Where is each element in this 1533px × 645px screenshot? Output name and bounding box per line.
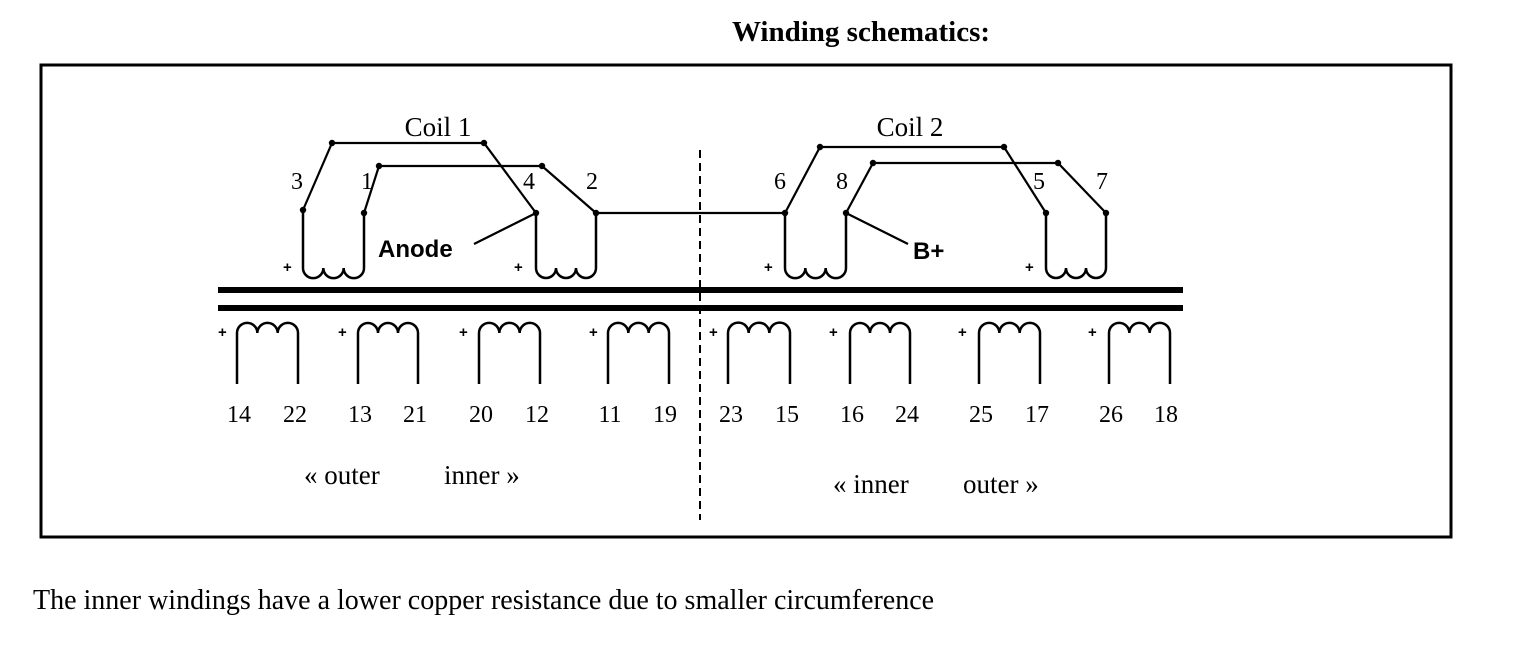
terminal-24: 24: [895, 402, 919, 428]
plus-mark: +: [459, 324, 468, 341]
right-outer-label: outer »: [963, 469, 1039, 499]
terminal-11: 11: [598, 402, 621, 428]
upper-winding: [783, 210, 848, 280]
terminal-15: 15: [775, 402, 799, 428]
wire-8-7: [845, 161, 1107, 214]
bplus-label: B+: [913, 238, 944, 265]
bplus-lead: [845, 212, 909, 245]
lower-winding: [606, 321, 671, 384]
plus-mark: +: [829, 324, 838, 341]
left-outer-label: « outer: [304, 460, 380, 490]
lower-winding: [977, 321, 1042, 384]
terminal-14: 14: [227, 402, 251, 428]
wire-3-4: [301, 141, 537, 214]
terminal-13: 13: [348, 402, 372, 428]
terminal-26: 26: [1099, 402, 1123, 428]
terminal-19: 19: [653, 402, 677, 428]
terminal-2: 2: [586, 169, 598, 195]
right-inner-label: « inner: [833, 469, 909, 499]
terminal-17: 17: [1025, 402, 1049, 428]
plus-mark: +: [514, 259, 523, 276]
junction-dots: [299, 139, 1110, 217]
caption-text: The inner windings have a lower copper r…: [33, 585, 935, 616]
terminal-4: 4: [523, 169, 535, 195]
left-inner-label: inner »: [444, 460, 520, 490]
anode-lead: [473, 212, 537, 245]
terminal-7: 7: [1096, 169, 1108, 195]
plus-mark: +: [1025, 259, 1034, 276]
upper-winding: [301, 210, 366, 280]
plus-mark: +: [1088, 324, 1097, 341]
upper-polarity-marks: + + + +: [283, 259, 1034, 276]
page-title: Winding schematics:: [731, 16, 991, 48]
lower-polarity-marks: + + + + + + + +: [218, 324, 1097, 341]
upper-winding: [1044, 210, 1108, 280]
terminal-8: 8: [836, 169, 848, 195]
upper-windings: [301, 210, 1108, 280]
coil-2-label: Coil 2: [877, 112, 944, 142]
lower-winding: [477, 321, 542, 384]
terminal-25: 25: [969, 402, 993, 428]
terminal-1: 1: [361, 169, 373, 195]
lower-winding: [1107, 321, 1172, 384]
terminal-23: 23: [719, 402, 743, 428]
lower-winding: [356, 321, 420, 384]
lower-winding: [726, 321, 792, 384]
lower-windings: [235, 321, 1172, 384]
plus-mark: +: [338, 324, 347, 341]
upper-wiring: [301, 141, 1107, 245]
lower-terminal-numbers: 14 22 13 21 20 12 11 19 23 15 16 24 25 1…: [227, 402, 1178, 428]
terminal-22: 22: [283, 402, 307, 428]
terminal-16: 16: [840, 402, 864, 428]
core-bar-upper: [218, 287, 1183, 293]
plus-mark: +: [283, 259, 292, 276]
terminal-6: 6: [774, 169, 786, 195]
terminal-3: 3: [291, 169, 303, 195]
wire-6-5: [784, 145, 1047, 214]
plus-mark: +: [958, 324, 967, 341]
plus-mark: +: [218, 324, 227, 341]
terminal-12: 12: [525, 402, 549, 428]
upper-winding: [534, 210, 598, 280]
diagram-frame: [39, 63, 1453, 539]
wire-1-2: [362, 164, 597, 214]
lower-winding: [848, 321, 912, 384]
terminal-21: 21: [403, 402, 427, 428]
plus-mark: +: [709, 324, 718, 341]
plus-mark: +: [764, 259, 773, 276]
anode-label: Anode: [378, 236, 453, 263]
coil-1-label: Coil 1: [405, 112, 472, 142]
terminal-20: 20: [469, 402, 493, 428]
lower-winding: [235, 321, 300, 384]
terminal-5: 5: [1033, 169, 1045, 195]
plus-mark: +: [589, 324, 598, 341]
terminal-18: 18: [1154, 402, 1178, 428]
